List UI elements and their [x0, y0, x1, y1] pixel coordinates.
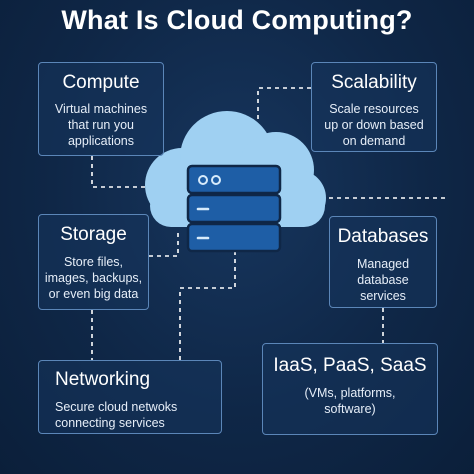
card-storage-line-3: or even big data [48, 287, 139, 301]
connector-scalability [257, 87, 311, 120]
card-scalability-line-1: Scale resources [329, 102, 419, 116]
card-scalability-line-3: on demand [342, 134, 406, 148]
connector-compute [91, 156, 150, 188]
card-networking: Networking Secure cloud netwoks connecti… [38, 360, 222, 434]
card-service-models: IaaS, PaaS, SaaS (VMs, platforms, softwa… [262, 343, 438, 435]
connector-center-down [179, 250, 236, 360]
card-networking-line-2: connecting services [55, 416, 165, 430]
card-service-models-line-2: software) [324, 402, 376, 416]
card-compute-line-2: that run you [67, 118, 134, 132]
page-title: What Is Cloud Computing? [61, 5, 413, 35]
card-networking-title: Networking [55, 369, 151, 390]
card-service-models-line-1: (VMs, platforms, [304, 386, 396, 400]
card-scalability-line-2: up or down based [324, 118, 424, 132]
card-service-models-title: IaaS, PaaS, SaaS [273, 355, 427, 376]
card-databases-line-1: Managed [356, 257, 410, 271]
card-databases: Databases Managed database services [329, 216, 437, 308]
card-compute: Compute Virtual machines that run you ap… [38, 62, 164, 156]
card-compute-line-1: Virtual machines [54, 102, 148, 116]
card-storage-line-1: Store files, [63, 255, 124, 269]
card-scalability: Scalability Scale resources up or down b… [311, 62, 437, 152]
card-networking-line-1: Secure cloud netwoks [55, 400, 178, 414]
card-databases-line-2: database [357, 273, 409, 287]
cloud-server-icon [145, 111, 326, 253]
card-databases-line-3: services [360, 289, 406, 303]
card-storage-line-2: images, backups, [44, 271, 143, 285]
card-compute-line-3: applications [67, 134, 134, 148]
card-storage-title: Storage [60, 224, 127, 245]
connector-storage [149, 232, 179, 257]
card-scalability-title: Scalability [331, 72, 417, 93]
card-databases-title: Databases [337, 226, 429, 247]
card-compute-title: Compute [62, 72, 140, 93]
card-storage: Storage Store files, images, backups, or… [38, 214, 149, 310]
